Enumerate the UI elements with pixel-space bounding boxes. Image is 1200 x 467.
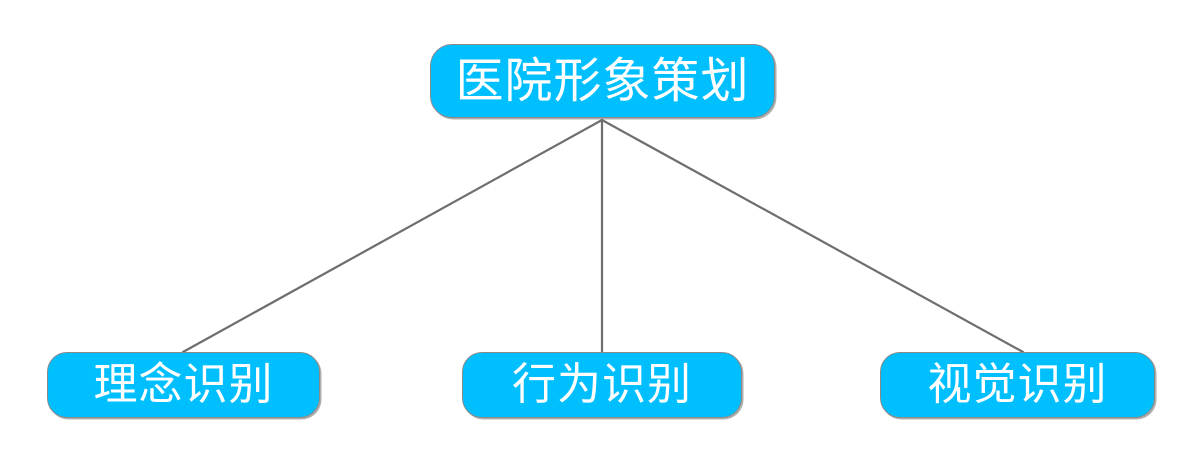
node-root[interactable]: 医院形象策划 [430,44,775,118]
node-child-行为识别[interactable]: 行为识别 [462,352,742,418]
node-root-label: 医院形象策划 [455,53,750,109]
node-child-视觉识别[interactable]: 视觉识别 [880,352,1155,418]
node-child-0-label: 理念识别 [93,359,274,410]
node-child-2-label: 视觉识别 [927,359,1108,410]
node-child-1-label: 行为识别 [512,359,692,410]
connector-root-to-child-0 [181,118,604,354]
node-child-理念识别[interactable]: 理念识别 [47,352,320,418]
connector-root-to-child-2 [600,118,1025,354]
